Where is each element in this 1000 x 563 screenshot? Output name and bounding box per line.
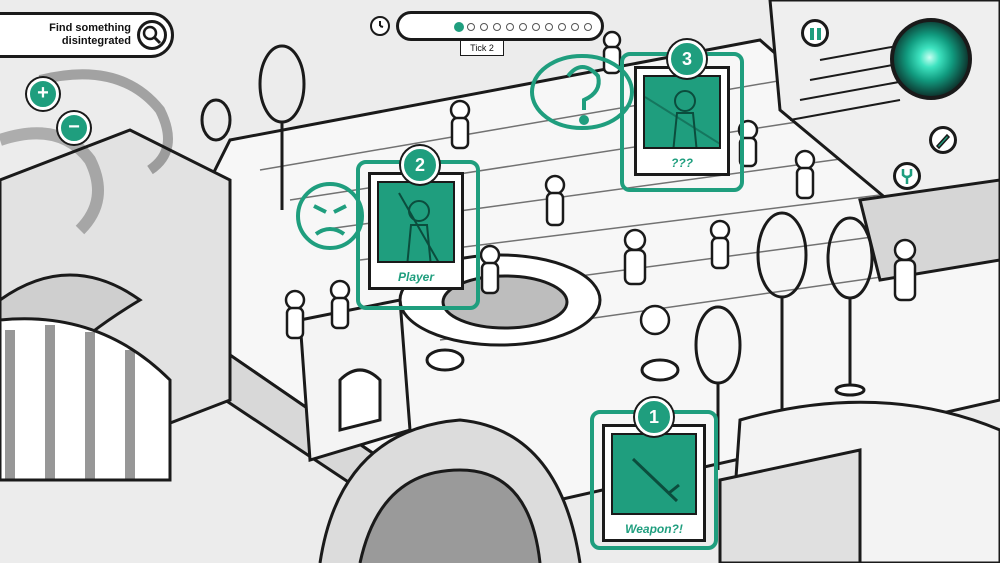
orb-icon[interactable] [890,18,972,100]
clue-card-player[interactable]: Player [368,172,464,290]
timeline-dot[interactable] [480,23,488,31]
card-label: Player [397,270,435,284]
pause-icon [810,28,814,40]
search-icon[interactable] [137,20,167,50]
timeline-dot[interactable] [584,23,592,31]
card-number-badge: 1 [635,398,673,436]
angry-face-icon [296,182,364,250]
zoom-out-button[interactable]: − [58,112,90,144]
timeline-dot[interactable] [532,23,540,31]
pause-button[interactable] [801,19,829,47]
timeline-dot[interactable] [493,23,501,31]
timeline-dot[interactable] [571,23,579,31]
plus-icon: + [37,82,49,104]
objective-line1: Find something [49,22,131,34]
tick-label: Tick 2 [460,40,504,56]
pause-icon-bar [817,28,821,40]
timeline-dot[interactable] [454,22,464,32]
objective-line2: disintegrated [61,35,131,47]
timeline-dot[interactable] [467,23,475,31]
clue-card-unknown[interactable]: ??? [634,66,730,176]
card-label: Weapon?! [625,522,683,536]
timeline-dot[interactable] [558,23,566,31]
zoom-in-button[interactable]: + [27,78,59,110]
objective-text: Find something disintegrated [19,22,131,48]
clue-card-weapon[interactable]: Weapon?! [602,424,706,542]
pencil-button[interactable] [929,126,957,154]
objective-panel: Find something disintegrated [0,12,174,58]
card-image [643,75,721,149]
card-image [377,181,455,263]
fork-icon [901,169,913,184]
question-mark-icon [530,54,634,130]
clock-icon [370,16,390,36]
timeline-slider[interactable] [396,11,604,41]
pencil-icon [935,133,951,150]
card-image [611,433,697,515]
card-label: ??? [671,156,693,170]
timeline-dot[interactable] [545,23,553,31]
minus-icon: − [68,116,80,138]
timeline-dot[interactable] [506,23,514,31]
fork-button[interactable] [893,162,921,190]
card-number-badge: 3 [668,40,706,78]
timeline-dot[interactable] [519,23,527,31]
card-number-badge: 2 [401,146,439,184]
